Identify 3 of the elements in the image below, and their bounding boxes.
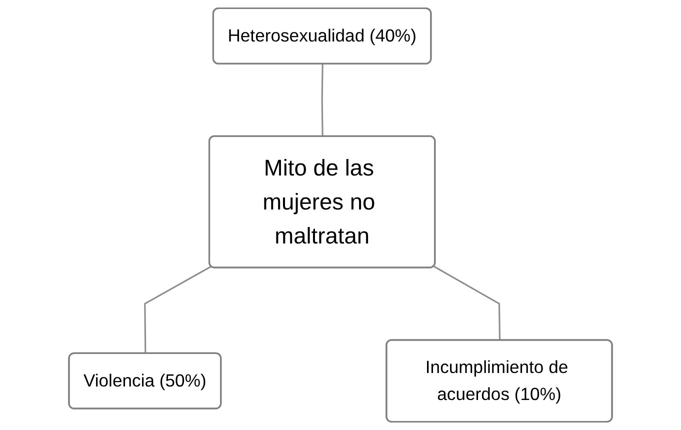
connector	[321, 64, 324, 137]
connector	[434, 266, 501, 340]
connector	[144, 266, 212, 354]
